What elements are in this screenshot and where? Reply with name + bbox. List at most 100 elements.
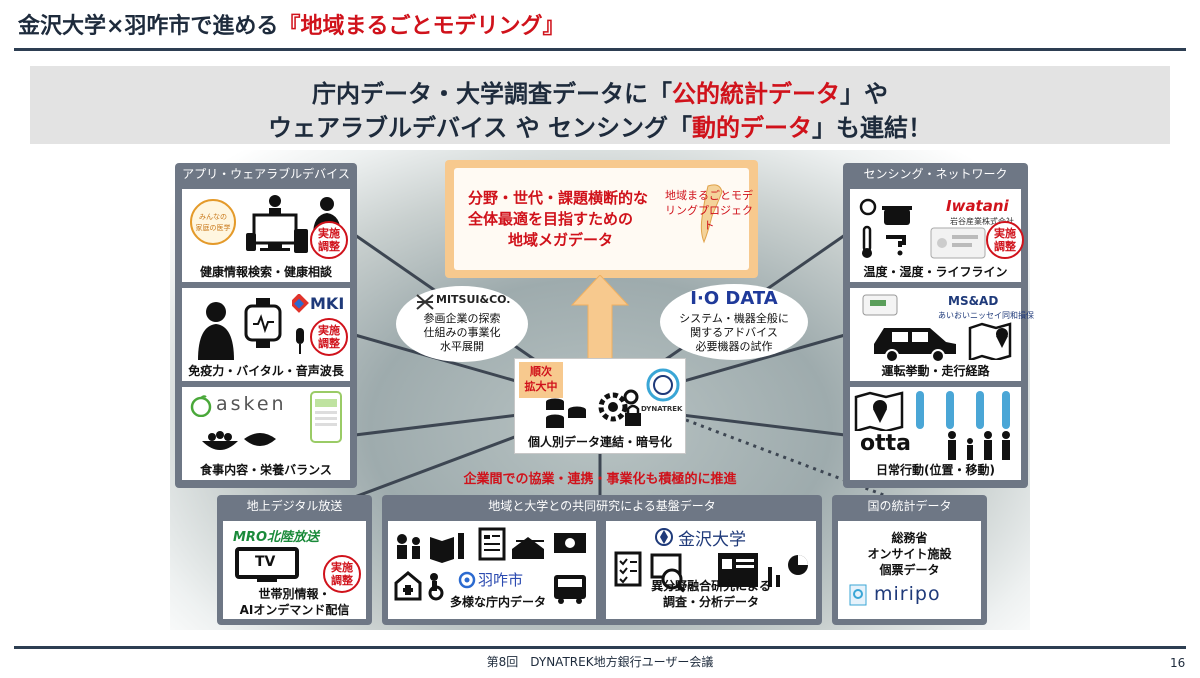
msad-logo: MS&AD: [948, 294, 999, 308]
car-icon: [874, 328, 956, 362]
hakui-city-logo: 羽咋市: [478, 571, 524, 589]
headline-banner: 庁内データ・大学調査データに「公的統計データ」や ウェアラブルデバイス や セン…: [30, 66, 1170, 144]
data-linkage-hub: 順次拡大中 DYNATREK 個人別データ連結・暗号化: [514, 358, 686, 454]
health-app-card: みんなの 家庭の医学 実施調整 健康情報検索・健康相談: [182, 189, 350, 282]
iodata-role-1: システム・機器全般に: [679, 312, 789, 325]
sensor-appliance-icon: [859, 198, 912, 258]
headline-highlight: 公的統計データ: [672, 80, 840, 108]
health-facilities-icon: [394, 571, 444, 601]
phone-app-icon: [310, 391, 342, 443]
dashcam-device-icon: [862, 294, 898, 316]
panel-title: 地上デジタル放送: [246, 499, 343, 513]
page-title: 金沢大学×羽咋市で進める『地域まるごとモデリング』: [18, 8, 564, 40]
iodata-bubble: I·O DATA システム・機器全般に 関するアドバイス 必要機器の試作: [660, 284, 808, 360]
svg-text:みんなの: みんなの: [199, 213, 227, 221]
survey-analysis-icon: [614, 551, 808, 593]
mega-data-inner: 分野・世代・課題横断的な 全体最適を目指すための 地域メガデータ 地域まるごとモ…: [454, 168, 753, 270]
dynatrek-logo: DYNATREK: [641, 405, 683, 413]
person-smartwatch-icon: [198, 298, 282, 360]
footer-divider: [14, 646, 1186, 649]
panel-title: アプリ・ウェアラブルデバイス: [182, 167, 350, 181]
mega-line-1: 分野・世代・課題横断的な: [468, 189, 649, 207]
msad-subtitle: あいおいニッセイ同和損保: [938, 311, 1034, 320]
headline-line-1: 庁内データ・大学調査データに「公的統計データ」や: [30, 74, 1170, 109]
gear-lock-icon: [598, 389, 641, 426]
headline-text: 庁内データ・大学調査データに「: [312, 80, 672, 108]
iodata-logo: I·O DATA: [690, 288, 778, 309]
expanding-tag: 順次拡大中: [519, 362, 563, 398]
mega-line-2: 全体最適を目指すための: [468, 210, 634, 228]
family-medicine-logo-icon: みんなの 家庭の医学: [190, 199, 236, 245]
iodata-role-3: 必要機器の試作: [695, 340, 773, 353]
headline-text: 」も連結！: [812, 114, 932, 142]
in-progress-stamp: 実施調整: [323, 555, 361, 593]
mitsui-bubble: MITSUI&CO. 参画企業の探索 仕組みの事業化 水平展開: [396, 286, 528, 362]
regional-mega-data-box: 分野・世代・課題横断的な 全体最適を目指すための 地域メガデータ 地域まるごとモ…: [445, 160, 758, 278]
national-line-1: 総務省: [891, 531, 928, 545]
university-data-label-1: 異分野融合研究による: [651, 579, 771, 593]
mitsui-logo-icon: [416, 294, 434, 310]
headline-text: ウェアラブルデバイス や センシング「: [268, 114, 692, 142]
panel-title: 国の統計データ: [867, 499, 952, 513]
national-statistics-card: 総務省 オンサイト施設 個票データ miripo: [838, 521, 981, 619]
national-statistics-panel: 国の統計データ 総務省 オンサイト施設 個票データ miripo: [832, 495, 987, 625]
kanazawa-university-logo: 金沢大学: [678, 530, 746, 550]
mki-logo: MKI: [310, 294, 345, 313]
title-highlight: 『地域まるごとモデリング』: [278, 14, 565, 39]
up-arrow-icon: [570, 275, 630, 360]
national-line-2: オンサイト施設: [867, 547, 952, 561]
mitsui-logo: MITSUI&CO.: [436, 293, 511, 306]
hakui-city-emblem-icon: [458, 571, 476, 589]
project-label: 地域まるごとモデリングプロジェクト: [665, 189, 753, 232]
national-line-3: 個票データ: [879, 563, 940, 577]
page-number: 16: [1170, 656, 1186, 670]
bus-icon: [554, 575, 586, 604]
panel-title: 地域と大学との共同研究による基盤データ: [488, 499, 716, 513]
collaboration-statement: 企業間での協業・連携・事業化も積極的に推進: [463, 472, 737, 487]
mitsui-role-2: 仕組みの事業化: [423, 326, 501, 339]
mega-line-3: 地域メガデータ: [508, 231, 614, 249]
nutrition-card: asken 食事内容・栄養バランス: [182, 387, 350, 480]
peninsula-shape-icon: [700, 184, 723, 244]
dynatrek-logo-icon: [646, 368, 680, 402]
city-data-card: 羽咋市 多様な庁内データ: [388, 521, 596, 619]
database-icon: [546, 398, 586, 428]
municipal-services-icon: [397, 527, 586, 563]
broadcast-label-1: 世帯別情報・: [258, 587, 331, 601]
iwatani-subtitle: 岩谷産業株式会社: [950, 217, 1014, 226]
joint-research-panel: 地域と大学との共同研究による基盤データ 羽咋市: [382, 495, 822, 625]
mitsui-role-1: 参画企業の探索: [423, 312, 501, 325]
map-location-icon: [854, 391, 904, 431]
in-progress-stamp: 実施調整: [310, 318, 348, 356]
iodata-role-2: 関するアドバイス: [690, 326, 778, 339]
tv-icon: [235, 547, 299, 582]
computer-doctor-icon: [246, 195, 308, 253]
asken-logo: asken: [216, 393, 287, 415]
headline-line-2: ウェアラブルデバイス や センシング「動的データ」も連結！: [30, 108, 1170, 143]
beacon-tags-icon: [916, 391, 1010, 429]
sensing-network-panel: センシング・ネットワーク Iwatani 岩谷産業株式会社 実施調整 温度・湿度…: [843, 163, 1034, 488]
headline-text: 」や: [840, 80, 888, 108]
mitsui-role-3: 水平展開: [440, 340, 484, 353]
meal-icon: [202, 431, 276, 450]
daily-activity-card: otta 日常行動(位置・移動): [850, 387, 1021, 480]
asken-logo-icon: [190, 395, 212, 417]
footer-text: 第8回 DYNATREK地方銀行ユーザー会議: [486, 655, 714, 669]
apps-wearables-panel: アプリ・ウェアラブルデバイス みんなの 家庭の医学 実施調整 健康情報検索・健康…: [175, 163, 357, 488]
card-label: 健康情報検索・健康相談: [199, 265, 332, 279]
university-data-label-2: 調査・分析データ: [662, 595, 759, 609]
university-data-card: 金沢大学 異分野融合研究による 調査・分析データ: [606, 521, 816, 619]
iwatani-logo: Iwatani: [946, 197, 1009, 215]
vitals-card: MKI 実施調整 免疫力・バイタル・音声波長: [182, 288, 350, 381]
city-data-label: 多様な庁内データ: [450, 595, 547, 609]
card-label: 食事内容・栄養バランス: [200, 463, 332, 477]
miripo-logo: miripo: [874, 583, 941, 605]
card-label: 運転挙動・走行経路: [881, 364, 990, 378]
headline-highlight: 動的データ: [692, 114, 812, 142]
title-divider: [14, 48, 1186, 51]
family-walking-icon: [948, 431, 1010, 460]
mki-logo-icon: [292, 294, 309, 313]
card-label: 免疫力・バイタル・音声波長: [188, 364, 344, 378]
otta-logo: otta: [860, 431, 911, 456]
tv-label: TV: [255, 554, 276, 570]
